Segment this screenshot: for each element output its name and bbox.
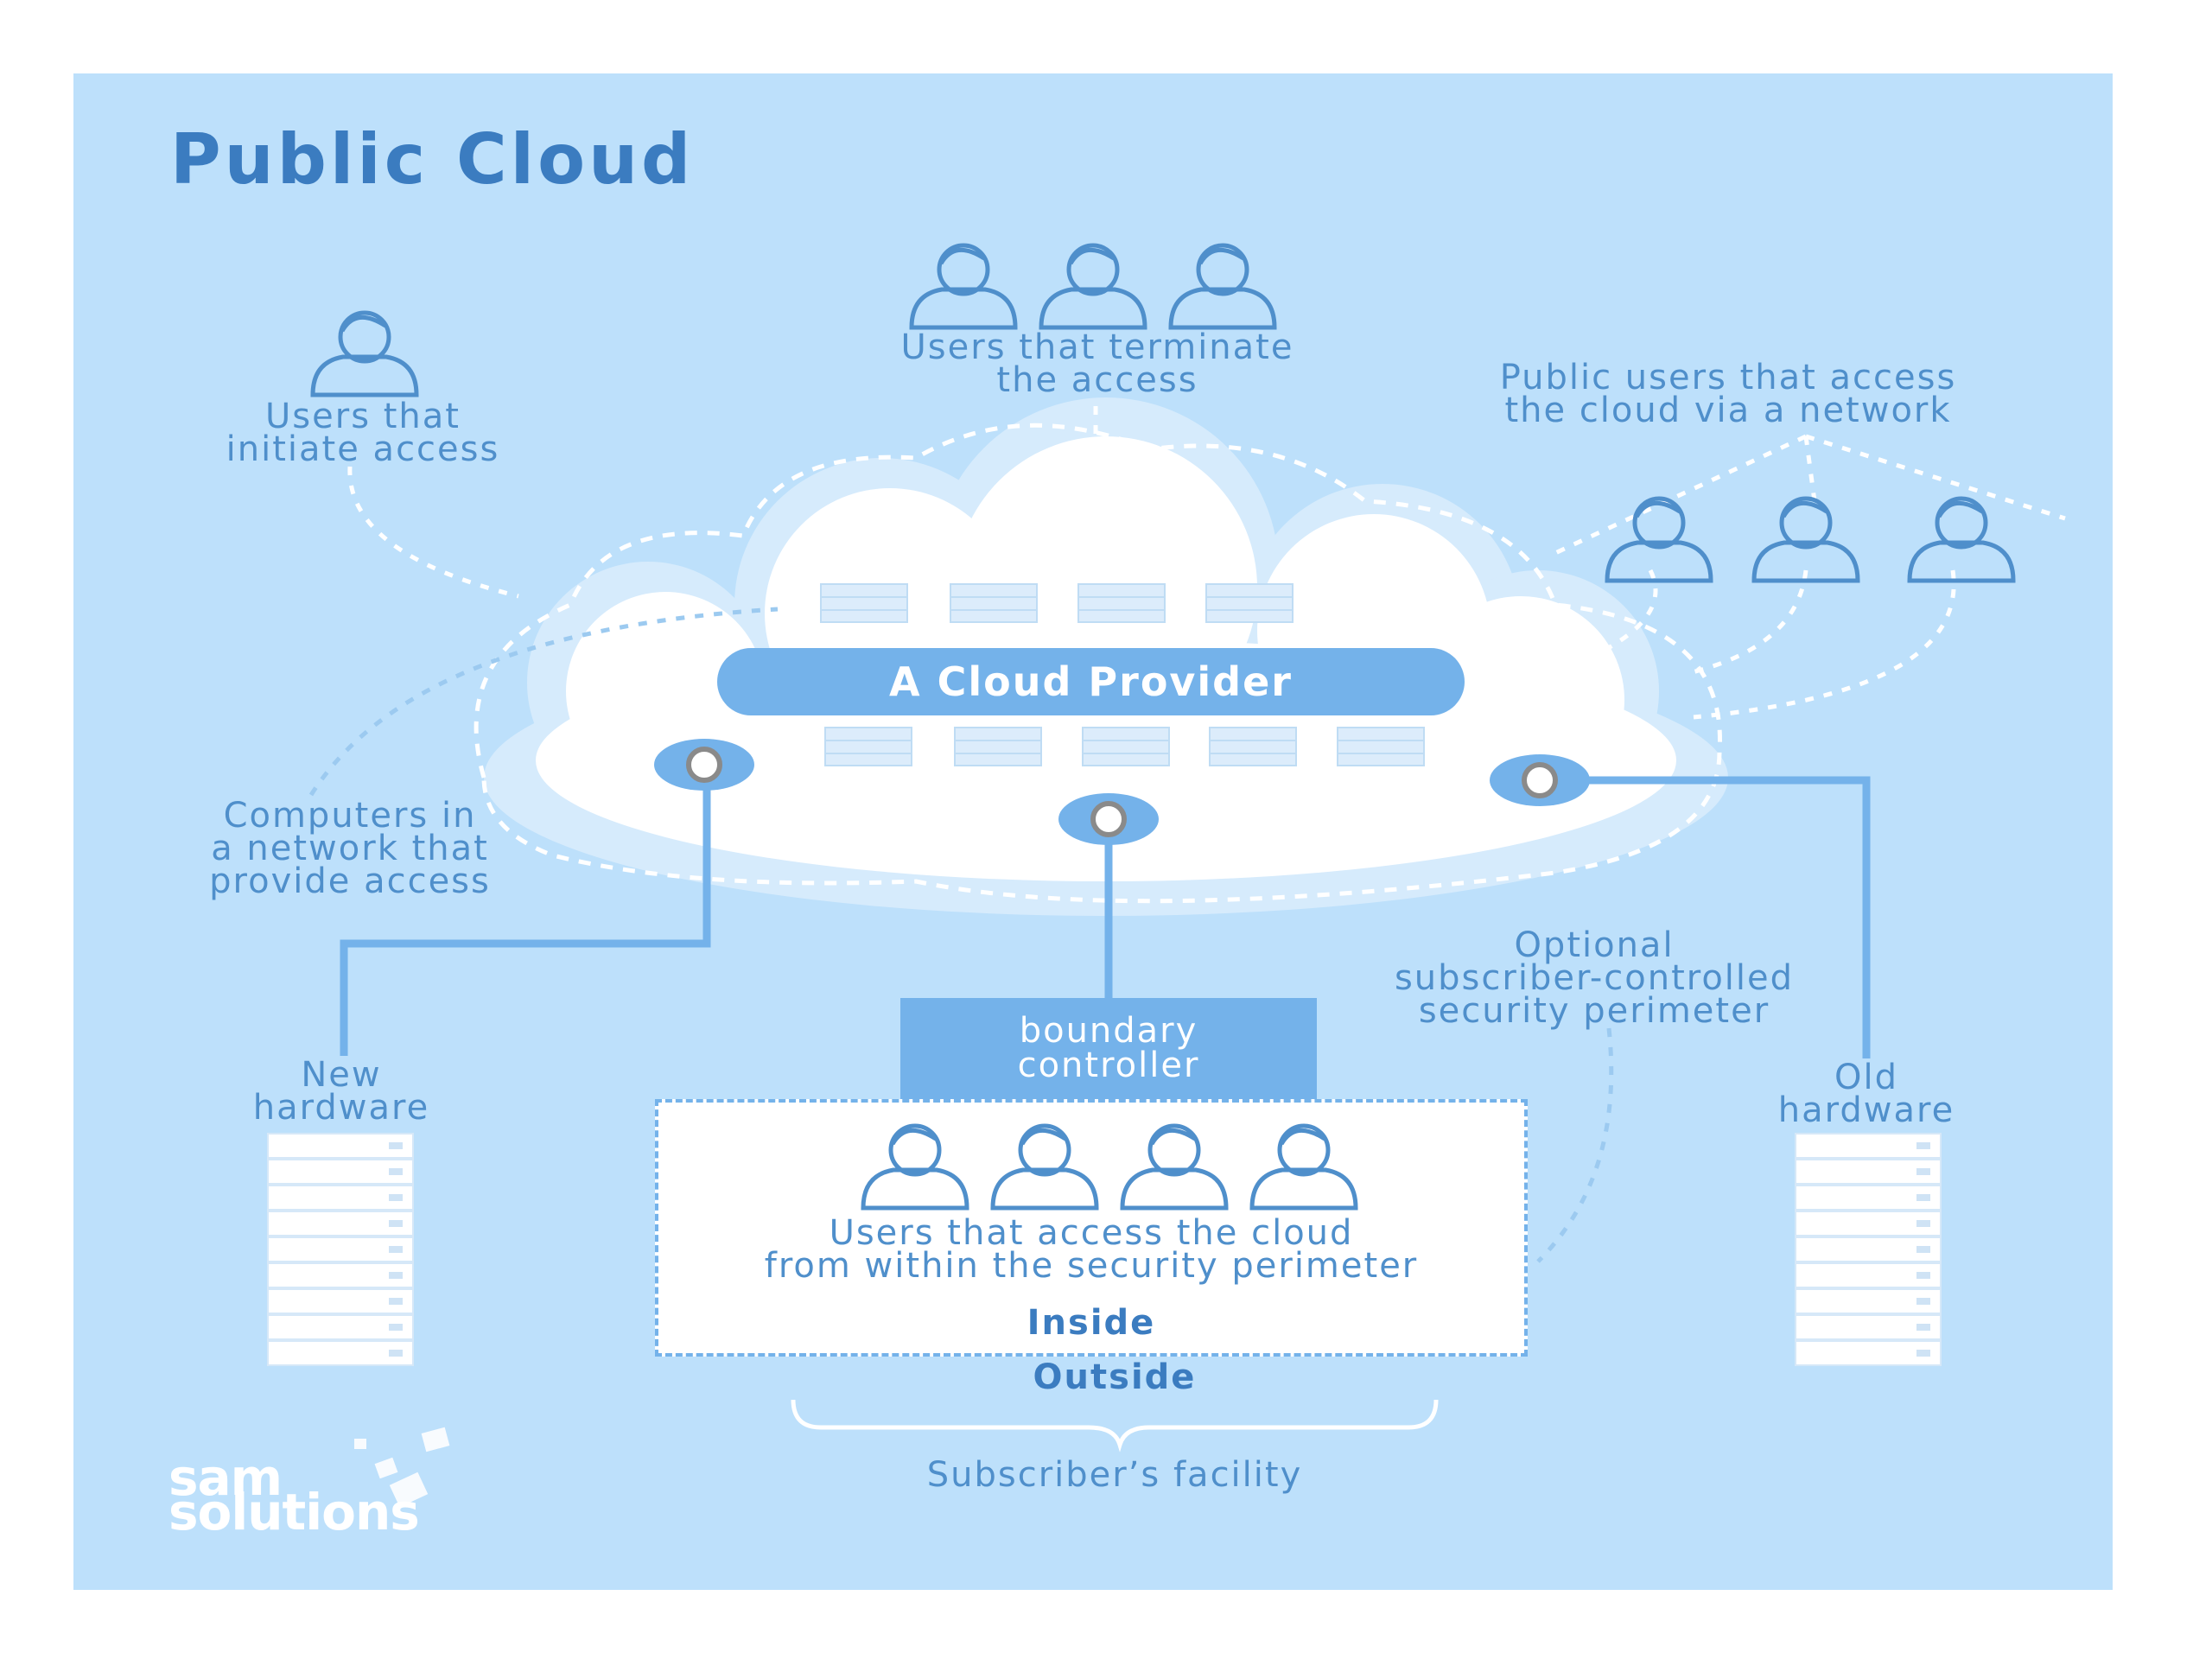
user-icon: [863, 1126, 967, 1208]
logo-mark: [354, 1427, 450, 1508]
user-icon: [1754, 499, 1858, 581]
user-icon: [1252, 1126, 1356, 1208]
perimeter-users: [658, 1118, 1524, 1222]
outside-brace: [791, 1399, 1439, 1452]
user-icon: [1041, 245, 1145, 327]
dotted-connectors: [308, 406, 2066, 1263]
new-hardware-rack: [267, 1133, 414, 1366]
connector-node-icon: [1490, 754, 1590, 806]
old-hardware-rack: [1795, 1133, 1942, 1366]
label-inside: Inside: [1027, 1303, 1156, 1343]
cloud-dashed-outline: [474, 423, 1722, 904]
solid-connections: [340, 765, 1871, 1058]
label-outside: Outside: [1033, 1357, 1197, 1397]
label-facility: Subscriber’s facility: [926, 1455, 1303, 1495]
connector-node-icon: [1058, 793, 1159, 845]
user-icon: [1607, 499, 1711, 581]
user-icon: [1122, 1126, 1226, 1208]
connector-node-icon: [654, 739, 754, 791]
user-icon: [313, 313, 416, 395]
user-icon: [1910, 499, 2013, 581]
cloud-provider-banner: A Cloud Provider: [717, 648, 1465, 715]
user-icon: [993, 1126, 1096, 1208]
user-icon: [912, 245, 1015, 327]
user-icon: [1171, 245, 1274, 327]
page-title: Public Cloud: [170, 119, 695, 200]
